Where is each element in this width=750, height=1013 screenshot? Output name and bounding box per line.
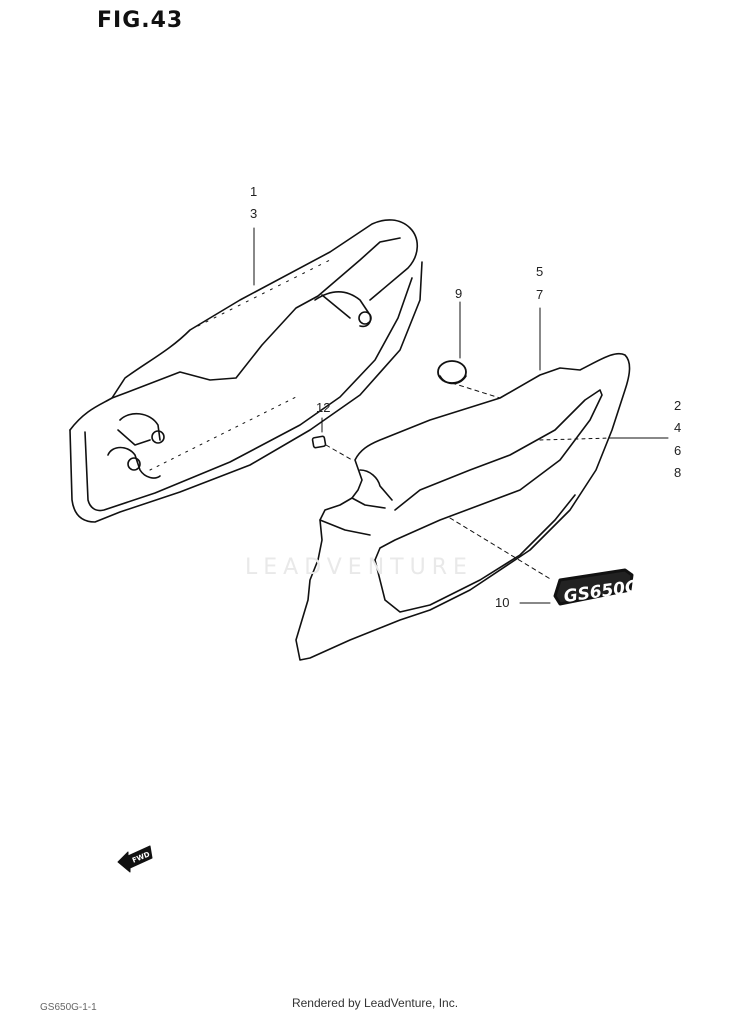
footer-code: GS650G-1-1 xyxy=(40,1002,97,1013)
footer-credit: Rendered by LeadVenture, Inc. xyxy=(291,996,459,1010)
fwd-arrow-icon xyxy=(117,845,153,873)
callout-12: 12 xyxy=(316,400,331,415)
callout-10: 10 xyxy=(495,595,510,610)
watermark: LEADVENTURE xyxy=(245,555,473,580)
left-frame-cover xyxy=(69,219,423,523)
callout-6: 6 xyxy=(674,443,682,458)
callout-3: 3 xyxy=(250,206,258,221)
callout-9: 9 xyxy=(455,286,463,301)
callout-8: 8 xyxy=(674,465,682,480)
right-frame-cover xyxy=(295,352,631,661)
callout-7: 7 xyxy=(536,287,544,302)
gs650g-emblem xyxy=(553,568,634,606)
figure-title: FIG.43 xyxy=(97,8,184,33)
callout-leaders xyxy=(253,227,669,604)
callout-4: 4 xyxy=(674,420,682,435)
callout-1: 1 xyxy=(250,184,258,199)
callout-5: 5 xyxy=(536,264,544,279)
callout-2: 2 xyxy=(674,398,682,413)
